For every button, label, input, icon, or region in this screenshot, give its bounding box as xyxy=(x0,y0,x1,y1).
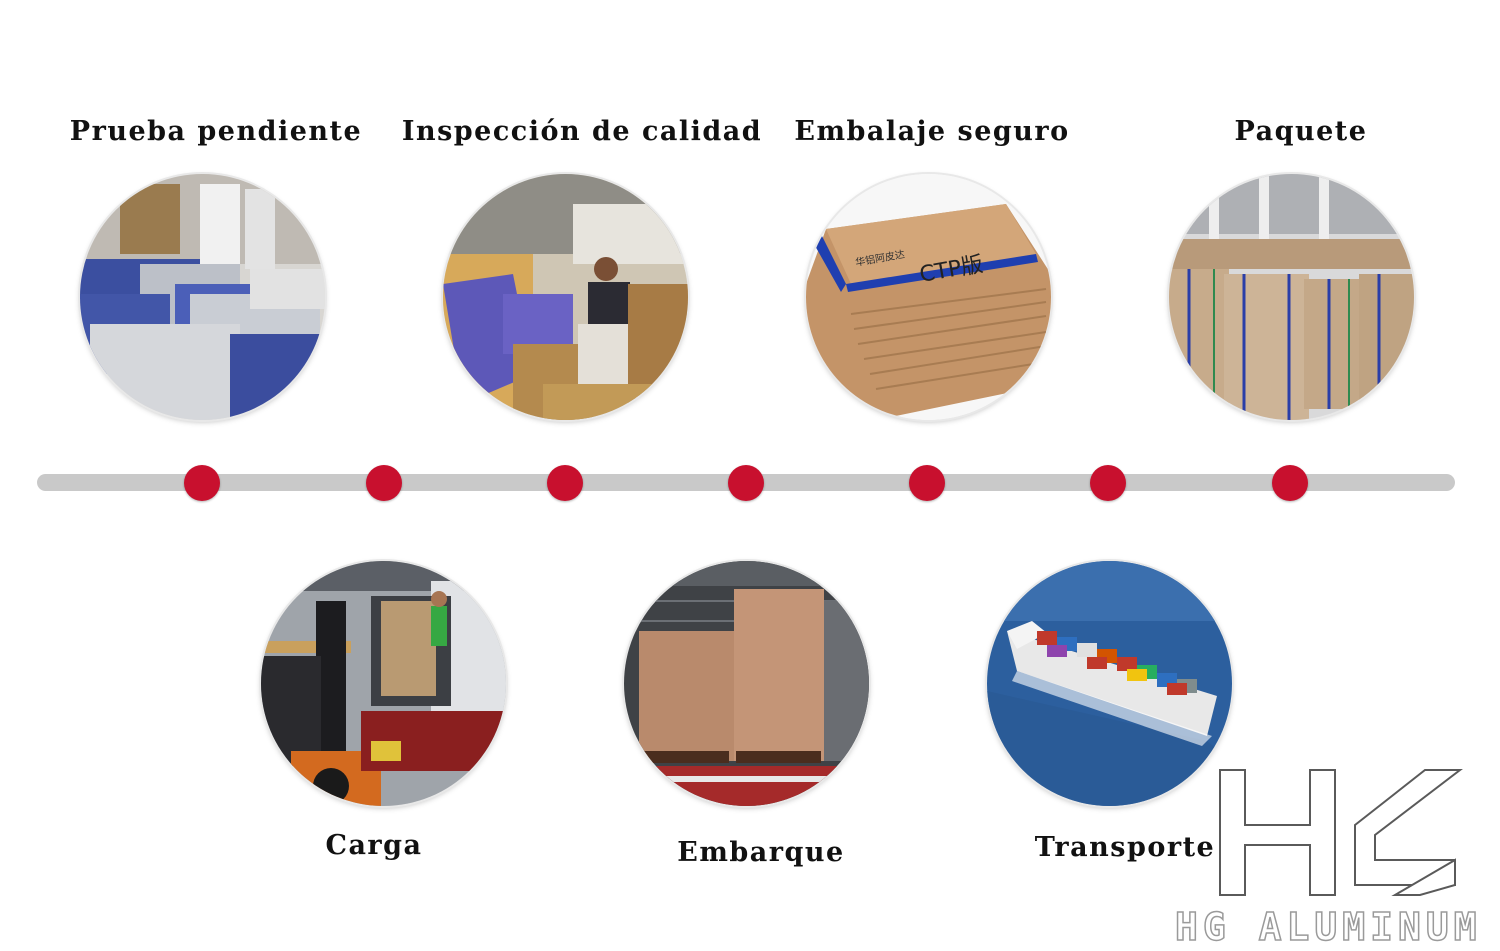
hg-aluminum-logo-text: HG ALUMINUM xyxy=(1175,905,1482,949)
timeline-dot xyxy=(184,465,220,501)
timeline-dot xyxy=(1090,465,1126,501)
timeline-dot xyxy=(366,465,402,501)
timeline-dot xyxy=(728,465,764,501)
step-label-inspeccion-calidad: Inspección de calidad xyxy=(401,116,763,147)
ctp-cardboard-box-image: CTP版 华铝阿皮达 xyxy=(806,174,1051,420)
step-label-transporte: Transporte xyxy=(1034,832,1216,863)
hg-logo-icon xyxy=(1219,769,1463,896)
step-label-carga: Carga xyxy=(325,830,423,861)
container-ship-at-sea-image xyxy=(987,561,1232,806)
step-label-embarque: Embarque xyxy=(677,837,845,868)
timeline-dot xyxy=(1272,465,1308,501)
warehouse-stacked-plates-image xyxy=(80,174,325,420)
worker-inspecting-plates-image xyxy=(443,174,688,420)
wrapped-pallets-warehouse-image xyxy=(1169,174,1414,420)
forklift-loading-container-image xyxy=(261,561,506,806)
crates-in-container-image xyxy=(624,561,869,806)
timeline-dot xyxy=(909,465,945,501)
step-label-prueba-pendiente: Prueba pendiente xyxy=(69,116,363,147)
timeline-dot xyxy=(547,465,583,501)
step-label-paquete: Paquete xyxy=(1234,116,1368,147)
step-label-embalaje-seguro: Embalaje seguro xyxy=(794,116,1070,147)
